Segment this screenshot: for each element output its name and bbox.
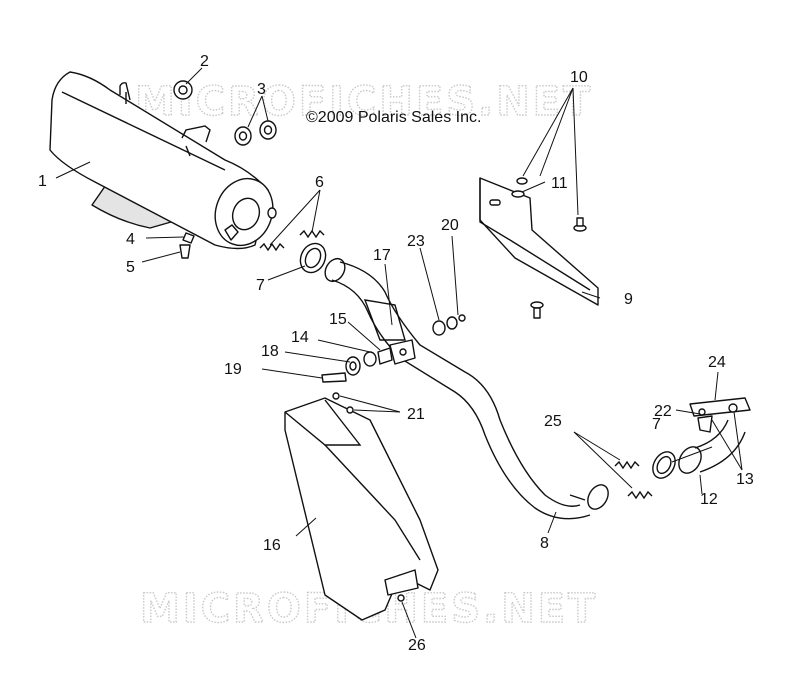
callout-5: 5 [126, 259, 135, 276]
callout-1: 1 [38, 173, 47, 190]
callout-10: 10 [570, 69, 588, 86]
callout-8: 8 [540, 535, 549, 552]
callout-12: 12 [700, 491, 718, 508]
callout-7-lower: 7 [652, 416, 661, 433]
callout-9: 9 [624, 291, 633, 308]
callout-18: 18 [261, 343, 279, 360]
callout-19: 19 [224, 361, 242, 378]
callout-25: 25 [544, 413, 562, 430]
leader-lines [55, 67, 743, 639]
callout-24: 24 [708, 354, 726, 371]
callout-16: 16 [263, 537, 281, 554]
callout-21: 21 [407, 406, 425, 423]
gasket-ring-lower [652, 451, 676, 479]
screw-parts [332, 392, 405, 602]
rubber-mount-parts [234, 120, 277, 146]
heat-shield-part [284, 397, 439, 621]
callout-22: 22 [654, 403, 672, 420]
callout-11: 11 [551, 175, 568, 192]
callout-4: 4 [126, 231, 135, 248]
mounting-hardware-parts [321, 314, 466, 383]
callout-2: 2 [200, 53, 209, 70]
head-pipe-part [324, 257, 609, 520]
muffler-part [49, 71, 277, 250]
callout-26: 26 [408, 637, 426, 654]
callout-7-upper: 7 [256, 277, 265, 294]
copyright-notice: ©2009 Polaris Sales Inc. [306, 109, 481, 126]
callout-13: 13 [736, 471, 754, 488]
clip-and-spacer-parts [179, 232, 195, 259]
callout-17: 17 [373, 247, 391, 264]
callout-15: 15 [329, 311, 347, 328]
spring-parts-lower [614, 460, 653, 500]
callout-23: 23 [407, 233, 425, 250]
callout-20: 20 [441, 217, 459, 234]
watermark-top: MICROFICHES.NET [135, 79, 593, 125]
callout-14: 14 [291, 329, 309, 346]
grommet-part [173, 80, 193, 100]
callout-labels: 1 2 3 4 5 6 7 7 8 9 10 11 12 13 14 15 16… [38, 53, 754, 654]
bracket-part [479, 177, 599, 306]
bolt-and-washer-parts [511, 177, 587, 319]
callout-6: 6 [315, 174, 324, 191]
flange-gasket-parts [689, 397, 751, 433]
gasket-ring-upper [299, 242, 327, 274]
callout-3: 3 [257, 81, 266, 98]
